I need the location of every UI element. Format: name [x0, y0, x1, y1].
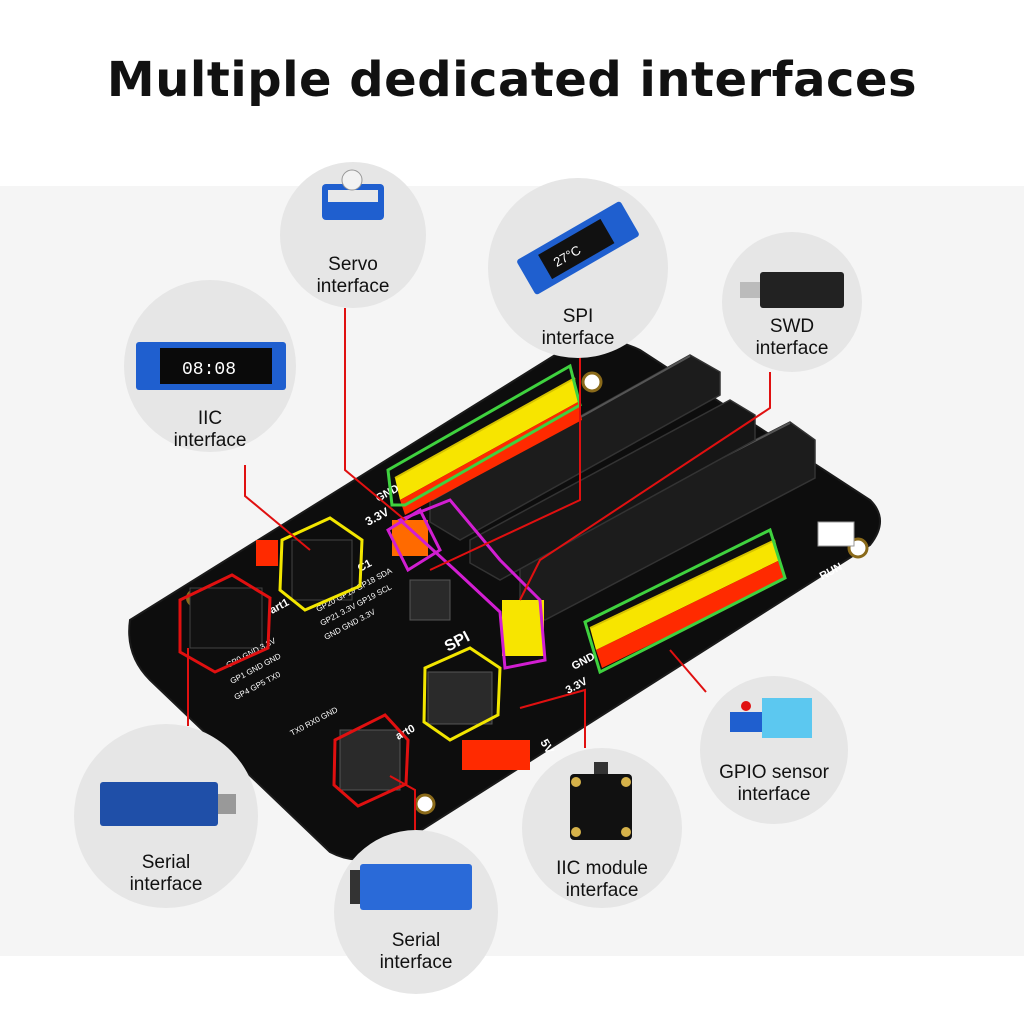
lower-pin-header-row [589, 539, 784, 668]
swd-label-1: SWD [769, 316, 815, 337]
highlight-iic-header [278, 516, 364, 612]
serial-left-label-1: Serial [141, 852, 191, 873]
leader-gpio-sensor [669, 649, 707, 693]
swd-callout: SWD interface [722, 232, 862, 372]
mounting-hole [414, 793, 436, 815]
serial-left-callout: Serial interface [74, 724, 258, 908]
servo-callout: Servo interface [280, 162, 426, 308]
lcd-module-icon: 27°C [517, 201, 639, 295]
leader-iic [244, 465, 311, 551]
highlight-spi-header [386, 363, 582, 507]
serial-socket-left [189, 587, 263, 649]
leader-swd [519, 372, 771, 601]
highlight-gpio-header [583, 527, 787, 675]
leader-spi [429, 352, 581, 571]
highlight-iic-module-header [422, 646, 502, 742]
oled-text: 08:08 [182, 360, 236, 380]
serial-module-icon [350, 864, 472, 910]
leader-serial-bottom [389, 775, 416, 830]
page-title: Multiple dedicated interfaces [106, 52, 918, 108]
leader-servo [344, 308, 406, 521]
pico-socket-middle [469, 399, 756, 581]
spi-label-2: interface [541, 328, 615, 349]
highlight-serial-left [178, 573, 272, 674]
servo-label-2: interface [316, 276, 390, 297]
highlight-swd-path [397, 498, 547, 670]
iic-module-header [427, 671, 530, 770]
serial-bottom-label-2: interface [379, 952, 453, 973]
iic-module-callout: IIC module interface [522, 748, 682, 908]
oled-display-icon: 08:08 [136, 342, 286, 390]
serial-left-label-2: interface [129, 874, 203, 895]
iic-callout: 08:08 IIC interface [124, 280, 296, 452]
serial-bottom-callout: Serial interface [334, 830, 498, 994]
iic-label-1: IIC [197, 408, 223, 429]
run-button [817, 521, 855, 547]
iic-module-label-2: interface [565, 880, 639, 901]
spi-label-1: SPI [562, 306, 594, 327]
iic-label-2: interface [173, 430, 247, 451]
swd-header [502, 600, 544, 656]
gpio-sensor-label-1: GPIO sensor [719, 762, 829, 783]
swd-label-2: interface [755, 338, 829, 359]
serial-bottom-label-1: Serial [391, 930, 441, 951]
servo-label-1: Servo [328, 254, 378, 275]
swd-debugger-icon [740, 272, 844, 308]
label-5v: 5V [537, 737, 556, 757]
iic-module-icon [570, 762, 632, 840]
servo-motor-icon [322, 169, 384, 220]
serial-header-bottom [339, 729, 401, 791]
spi-header [409, 579, 451, 621]
spi-callout: 27°C SPI interface [488, 178, 668, 358]
gpio-sensor-callout: GPIO sensor interface [700, 676, 848, 824]
mounting-hole [581, 371, 603, 393]
iic-header [256, 539, 353, 601]
gpio-sensor-label-2: interface [737, 784, 811, 805]
bluetooth-module-icon [100, 782, 236, 826]
dht-sensor-icon [730, 698, 812, 738]
iic-module-label-1: IIC module [556, 858, 648, 879]
leader-iic-module [519, 688, 586, 748]
